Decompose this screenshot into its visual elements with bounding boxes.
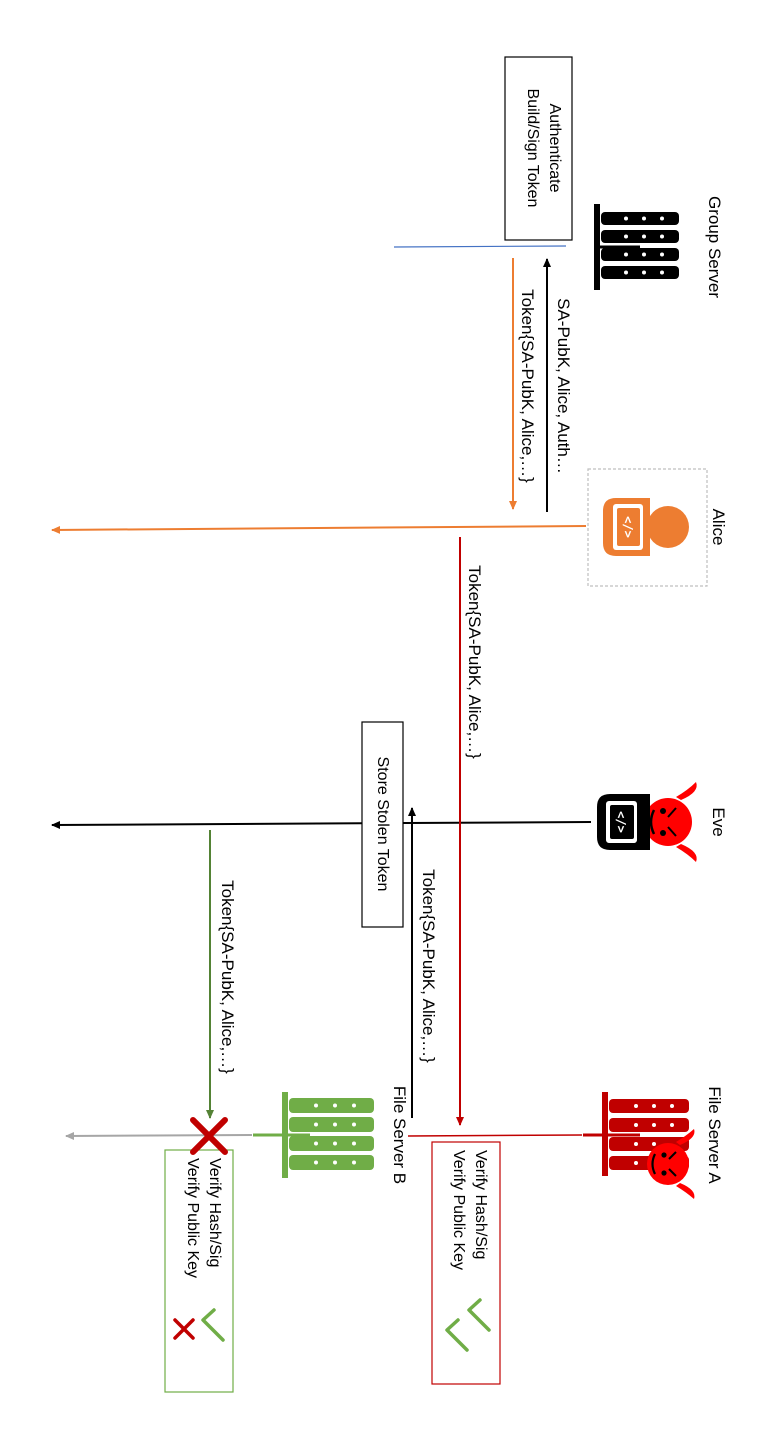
file-server-a-lifeline bbox=[407, 1134, 583, 1137]
message-file-server-a-to-eve: Token{SA-PubK, Alice,…} bbox=[408, 807, 438, 1118]
code-glyph: </> bbox=[621, 516, 635, 538]
devil-face-icon bbox=[647, 1129, 695, 1199]
file-server-a-actor: File Server A bbox=[583, 1086, 724, 1199]
fsb-public-key-cross-icon bbox=[173, 1318, 195, 1340]
msg-label-eve-to-fsb: Token{SA-PubK, Alice,…} bbox=[218, 880, 237, 1074]
eve-label: Eve bbox=[709, 807, 728, 836]
note-line-authenticate: Authenticate bbox=[546, 104, 563, 193]
alice-actor: </> Alice bbox=[587, 468, 728, 587]
file-server-a-note: Verify Hash/Sig Verify Public Key bbox=[431, 1141, 501, 1385]
fsb-verify-public-key: Verify Public Key bbox=[184, 1158, 201, 1278]
group-server-actor: Group Server bbox=[594, 196, 724, 298]
fsb-hash-sig-check-icon bbox=[201, 1308, 225, 1342]
file-server-b-actor: File Server B bbox=[253, 1086, 409, 1184]
file-server-b-label: File Server B bbox=[390, 1086, 409, 1184]
message-group-server-to-alice: Token{SA-PubK, Alice,…} bbox=[509, 258, 537, 510]
eve-note: Store Stolen Token bbox=[361, 721, 404, 928]
message-alice-to-group-server: SA-PubK, Alice, Auth… bbox=[543, 258, 573, 512]
fsa-hash-sig-check-icon bbox=[467, 1298, 491, 1332]
rejected-cross-icon bbox=[190, 1117, 228, 1155]
file-server-a-label: File Server A bbox=[705, 1086, 724, 1184]
group-server-label: Group Server bbox=[705, 196, 724, 298]
server-rack-icon bbox=[253, 1092, 374, 1178]
fsa-verify-public-key: Verify Public Key bbox=[450, 1150, 467, 1270]
msg-label-gs-to-alice: Token{SA-PubK, Alice,…} bbox=[518, 289, 537, 483]
msg-label-alice-to-fsa: Token{SA-PubK, Alice,…} bbox=[465, 565, 484, 759]
user-developer-icon: </> bbox=[587, 468, 708, 587]
file-server-b-note: Verify Hash/Sig Verify Public Key bbox=[164, 1149, 234, 1393]
eve-actor: </> Eve bbox=[597, 782, 728, 862]
group-server-lifeline bbox=[393, 245, 567, 248]
note-line-build-sign-token: Build/Sign Token bbox=[524, 89, 541, 208]
fsb-verify-hash-sig: Verify Hash/Sig bbox=[206, 1158, 223, 1267]
alice-label: Alice bbox=[709, 509, 728, 546]
malicious-server-icon bbox=[583, 1092, 695, 1199]
group-server-note: Authenticate Build/Sign Token bbox=[504, 56, 573, 241]
alice-lifeline bbox=[51, 525, 587, 534]
note-line-store-stolen-token: Store Stolen Token bbox=[374, 757, 391, 892]
msg-label-alice-to-gs: SA-PubK, Alice, Auth… bbox=[554, 298, 573, 474]
eve-lifeline bbox=[51, 820, 592, 829]
code-glyph: </> bbox=[614, 811, 628, 833]
server-rack-icon bbox=[594, 204, 679, 290]
file-server-b-lifeline bbox=[65, 1131, 253, 1140]
message-eve-to-file-server-b: Token{SA-PubK, Alice,…} bbox=[206, 830, 237, 1119]
fsa-verify-hash-sig: Verify Hash/Sig bbox=[472, 1150, 489, 1259]
fsa-public-key-check-icon bbox=[445, 1318, 469, 1352]
msg-label-fsa-to-eve: Token{SA-PubK, Alice,…} bbox=[419, 869, 438, 1063]
message-alice-to-file-server-a: Token{SA-PubK, Alice,…} bbox=[456, 537, 484, 1126]
devil-developer-icon: </> bbox=[597, 782, 697, 862]
